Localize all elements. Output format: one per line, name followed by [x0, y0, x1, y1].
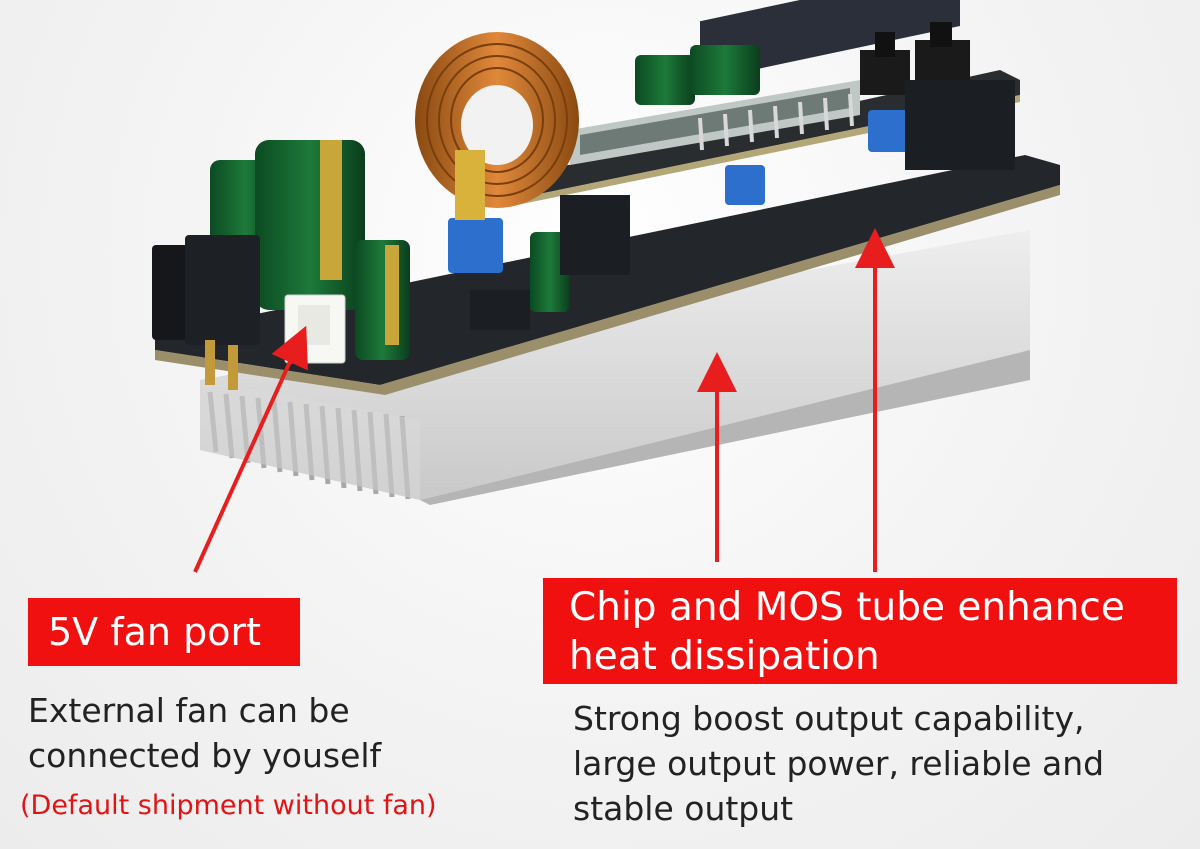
lcd-display — [570, 80, 860, 165]
fan-port-note: (Default shipment without fan) — [20, 790, 437, 821]
fan-port-desc-line1: External fan can be — [28, 691, 350, 730]
chip-mos-label-line2: heat dissipation — [569, 634, 880, 679]
chip-mos-description: Strong boost output capability, large ou… — [573, 696, 1173, 831]
chip-mos-label: Chip and MOS tube enhance heat dissipati… — [543, 578, 1177, 684]
trim-pots — [448, 110, 910, 273]
fan-port-description: External fan can be connected by youself — [28, 688, 498, 778]
chip-mos-desc-line1: Strong boost output capability, — [573, 699, 1085, 738]
chip-mos-desc-line2: large output power, reliable and — [573, 744, 1105, 783]
toroid-inductor — [415, 32, 579, 208]
large-capacitors — [210, 45, 760, 360]
callout-arrows — [193, 228, 895, 573]
fan-port-desc-line2: connected by youself — [28, 736, 382, 775]
push-buttons — [860, 22, 970, 95]
fan-port-label: 5V fan port — [28, 598, 300, 666]
heatsink — [200, 230, 1030, 505]
header-pins — [698, 93, 854, 151]
fan-port-label-text: 5V fan port — [48, 610, 261, 654]
ic-chips — [470, 80, 1015, 330]
chip-mos-label-line1: Chip and MOS tube enhance — [569, 585, 1125, 630]
mos-tubes — [152, 235, 260, 390]
chip-mos-desc-line3: stable output — [573, 789, 794, 828]
